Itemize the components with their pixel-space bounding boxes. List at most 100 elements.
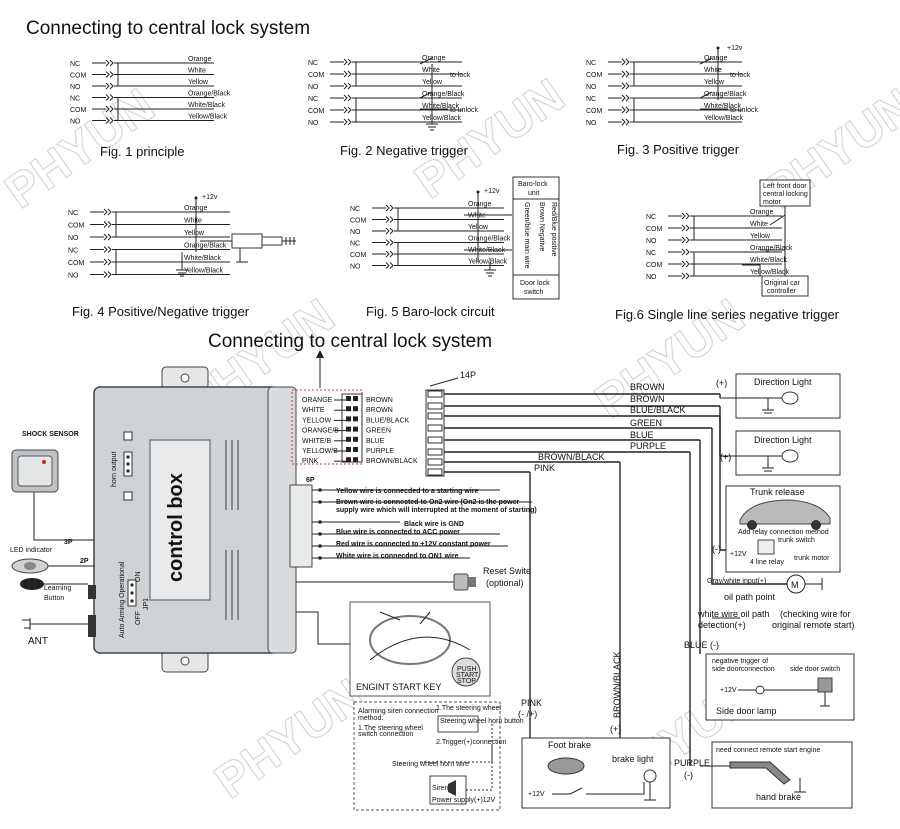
terminal-label: COM <box>646 262 663 269</box>
relay-wire <box>330 58 462 66</box>
wire-label: White/Black <box>188 102 225 109</box>
harness-label: BROWN <box>630 394 665 404</box>
svg-text:Direction Light: Direction Light <box>754 377 812 387</box>
connector-left-label: WHITE/B <box>302 438 331 445</box>
terminal-label: NO <box>70 119 81 126</box>
wire-label: Orange/Black <box>188 91 231 98</box>
fig6-wiring <box>742 206 786 276</box>
wire-label: Yellow/Black <box>188 114 228 121</box>
oil-path-point: oil path point <box>724 592 776 602</box>
led-indicator-label: LED indicator <box>10 547 53 554</box>
learning-button-label-b: Button <box>44 595 64 602</box>
svg-text:Siren: Siren <box>432 785 448 792</box>
svg-text:switch: switch <box>524 289 544 296</box>
relay-wire <box>608 70 742 78</box>
horn-button-box <box>437 715 479 733</box>
relay-wire <box>372 250 504 258</box>
svg-text:need connect remote start engi: need connect remote start engine <box>716 747 820 754</box>
svg-text:motor: motor <box>763 199 782 206</box>
svg-text:trunk motor: trunk motor <box>794 555 830 562</box>
svg-text:method:: method: <box>358 715 383 722</box>
blue-minus-label: BLUE (-) <box>684 640 719 650</box>
terminal-label: NO <box>586 84 597 91</box>
svg-text:Foot brake: Foot brake <box>548 740 591 750</box>
connector-pin <box>353 457 358 463</box>
terminal-label: NO <box>70 84 81 91</box>
connector-left-label: ORANGE <box>302 397 333 404</box>
learning-button[interactable] <box>88 585 96 599</box>
top-title: Connecting to central lock system <box>26 18 310 39</box>
svg-text:Trunk release: Trunk release <box>750 487 805 497</box>
wire-label: White/Black <box>750 257 787 264</box>
relay-wire <box>608 94 742 102</box>
brown-black-sign: (+) <box>610 724 621 734</box>
p6-connector <box>289 484 313 568</box>
wire-label: Yellow <box>750 233 771 240</box>
brake-light-bulb-icon <box>643 769 657 783</box>
connector-right-label: BROWN <box>366 397 393 404</box>
relay-wire <box>372 227 504 235</box>
fig2-negative-trigger: NCOrangeCOMWhiteNOYellowNCOrange/BlackCO… <box>308 55 465 127</box>
terminal-label: NO <box>646 238 657 245</box>
terminal-label: NC <box>646 214 656 221</box>
learning-button-label-a: Learning <box>44 585 71 592</box>
siren-icon <box>448 780 456 796</box>
connector-pin <box>346 396 351 401</box>
svg-text:Original car: Original car <box>764 280 800 287</box>
svg-text:Baro-lock: Baro-lock <box>518 181 548 188</box>
dir-light-1-sign: (+) <box>716 378 727 388</box>
wire-label: White/Black <box>704 103 741 110</box>
fig5-wiring <box>464 192 512 277</box>
terminal-label: NC <box>350 206 360 213</box>
relay-wire <box>92 94 214 101</box>
svg-text:STOP: STOP <box>457 678 476 685</box>
fig3-plus12v: +12v <box>727 45 743 52</box>
wire-label: Orange/Black <box>468 236 511 243</box>
reset-switch-icon <box>453 573 476 591</box>
svg-text:+12V: +12V <box>528 791 545 798</box>
pink-sign: (- /+) <box>518 709 537 719</box>
terminal-label: NO <box>350 229 361 236</box>
fig6-controller-box: Original car controller <box>761 275 809 297</box>
jp1-off: OFF <box>135 611 142 625</box>
p6-note: Yellow wire is connecded to a starting w… <box>336 488 478 495</box>
start-key-wire <box>296 611 354 645</box>
harness-label: PURPLE <box>630 441 666 451</box>
arrow-head-icon <box>316 350 324 358</box>
svg-text:Direction Light: Direction Light <box>754 435 812 445</box>
connector-right-label: BLUE <box>366 438 385 445</box>
detection-label: detection(+) <box>698 620 746 630</box>
connector-pin <box>353 447 358 452</box>
terminal-label: COM <box>308 108 325 115</box>
terminal-label: COM <box>308 72 325 79</box>
terminal-label: NC <box>586 96 596 103</box>
svg-text:+12V: +12V <box>730 551 747 558</box>
fig2-output-lines <box>420 73 448 110</box>
wire-label: White <box>422 67 440 74</box>
terminal-label: NC <box>70 61 80 68</box>
terminal-label: NC <box>68 248 78 255</box>
foot-brake-pedal-icon <box>547 757 585 775</box>
watermark: PHYUN <box>206 669 374 809</box>
harness-pin <box>427 448 443 456</box>
fig3-to-lock: to lock <box>730 72 751 79</box>
learning-button-icon <box>20 578 88 590</box>
led-indicator <box>11 558 94 574</box>
connector-pin <box>346 406 351 412</box>
terminal-label: NC <box>308 96 318 103</box>
fig3-wiring <box>699 48 728 110</box>
svg-text:+12V: +12V <box>720 687 737 694</box>
svg-text:side door switch: side door switch <box>790 666 840 673</box>
white-wire-oil-path: white wire oil path <box>697 609 770 619</box>
terminal-label: COM <box>586 108 603 115</box>
fig4-positive-negative-trigger: NCOrangeCOMWhiteNOYellowNCOrange/BlackCO… <box>68 205 230 280</box>
connector-pin <box>353 406 358 412</box>
svg-text:controller: controller <box>767 288 796 295</box>
wire-label: Yellow/Black <box>468 259 508 266</box>
wire-label: Orange <box>704 55 727 62</box>
wire-label: Yellow/Black <box>704 115 744 122</box>
fig2-ground <box>419 57 438 131</box>
svg-text:trunk switch: trunk switch <box>778 537 815 544</box>
relay-wire <box>92 117 214 124</box>
